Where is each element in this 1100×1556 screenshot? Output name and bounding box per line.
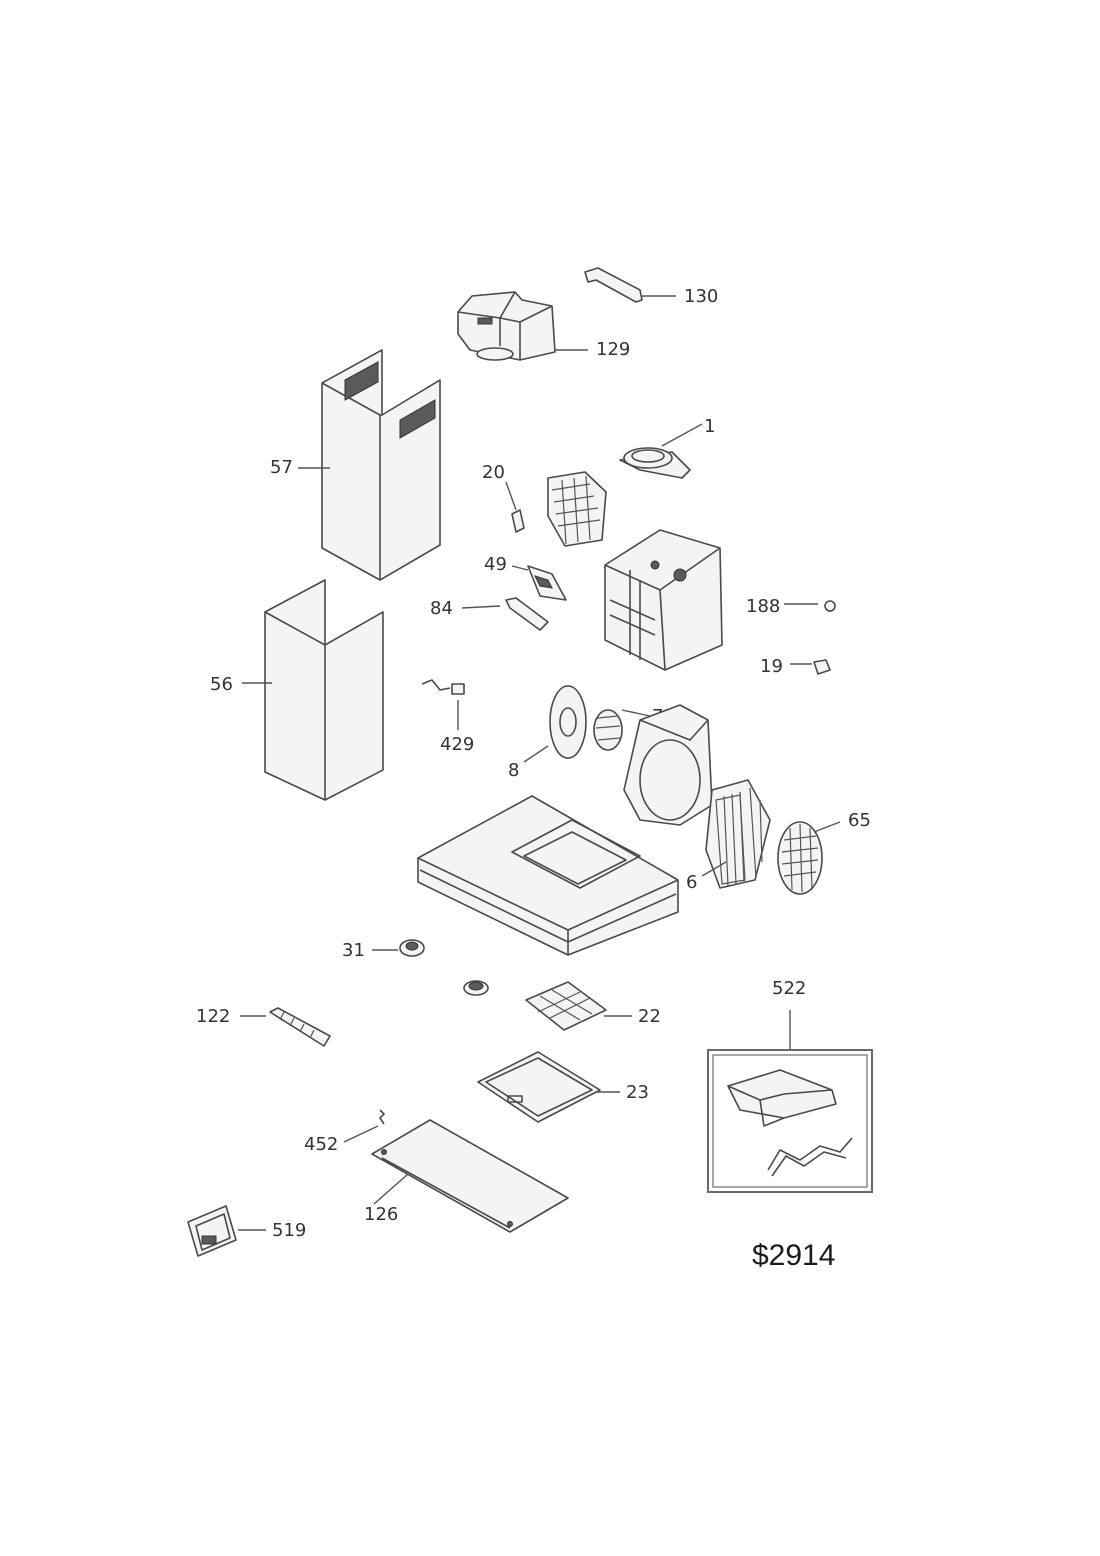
callout-65: 65: [848, 810, 871, 831]
callout-452: 452: [304, 1134, 338, 1155]
callout-22: 22: [638, 1006, 661, 1027]
callout-6: 6: [686, 872, 697, 893]
part-56-lower-chimney: [242, 579, 384, 801]
part-8-motor-plate: [523, 685, 587, 763]
part-188-nut: [784, 600, 836, 612]
part-429-wire-connector: [421, 679, 465, 730]
callout-56: 56: [210, 674, 233, 695]
part-522-kit-box: [707, 1010, 873, 1193]
callout-49: 49: [484, 554, 507, 575]
callout-522: 522: [772, 978, 806, 999]
part-129-duct-adapter: [457, 291, 588, 361]
callout-31: 31: [342, 940, 365, 961]
part-57-upper-chimney: [298, 349, 441, 581]
part-84-switch-bar: [461, 597, 549, 631]
part-22-charcoal-filter: [525, 981, 632, 1031]
callout-126: 126: [364, 1204, 398, 1225]
callout-188: 188: [746, 596, 780, 617]
part-23-filter-panel: [477, 1051, 620, 1123]
motor-housing-box: [604, 529, 723, 671]
callout-519: 519: [272, 1220, 306, 1241]
part-19-capacitor: [790, 659, 831, 675]
part-20-clip: [505, 481, 525, 533]
part-519-light-housing: [187, 1205, 266, 1257]
light-lens: [463, 980, 489, 996]
part-6-blower-wheel: [701, 779, 771, 889]
part-7-motor: [593, 709, 651, 751]
part-130-bracket: [584, 267, 676, 303]
callout-23: 23: [626, 1082, 649, 1103]
hood-canopy: [417, 795, 679, 956]
callout-84: 84: [430, 598, 453, 619]
callout-130: 130: [684, 286, 718, 307]
blower-housing: [623, 704, 713, 826]
callout-129: 129: [596, 339, 630, 360]
part-122-rod: [240, 1007, 331, 1047]
callout-122: 122: [196, 1006, 230, 1027]
part-49-control-board: [511, 565, 567, 601]
callout-20: 20: [482, 462, 505, 483]
part-126-bottom-panel: [371, 1119, 569, 1233]
callout-8: 8: [508, 760, 519, 781]
part-31-knob: [372, 939, 425, 957]
callout-1: 1: [704, 416, 715, 437]
part-1-collar: [619, 423, 703, 479]
diagram-code: $2914: [752, 1239, 835, 1272]
grease-filter-small: [547, 471, 607, 547]
part-65-grille: [777, 821, 841, 895]
part-452-screw: [343, 1109, 385, 1143]
callout-57: 57: [270, 457, 293, 478]
callout-19: 19: [760, 656, 783, 677]
callout-429: 429: [440, 734, 474, 755]
